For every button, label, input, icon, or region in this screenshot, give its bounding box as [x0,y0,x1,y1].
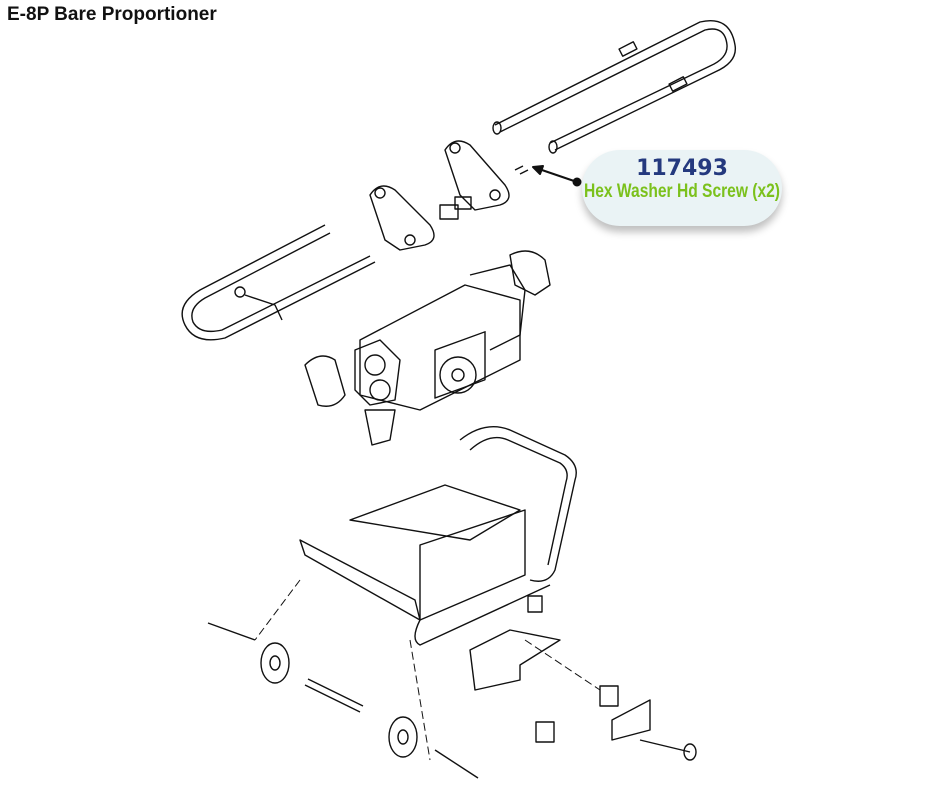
lower-handle [181,224,376,341]
upper-handle [492,20,737,154]
brackets [369,140,529,251]
dash-lines [254,579,601,761]
part-number: 117493 [636,156,728,181]
part-callout: 117493 Hex Washer Hd Screw (x2) [582,150,782,226]
cart-frame [299,426,577,691]
callout-arrow [532,165,582,187]
page-title: E-8P Bare Proportioner [7,4,217,25]
motor-pump [304,250,551,446]
wheels [207,622,697,779]
part-description: Hex Washer Hd Screw (x2) [584,181,780,202]
